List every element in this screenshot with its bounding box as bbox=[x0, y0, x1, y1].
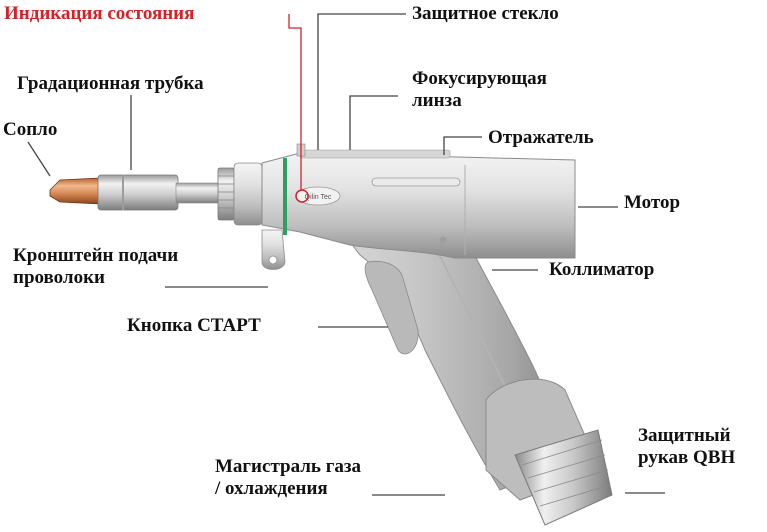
leader-focusing-lens bbox=[349, 95, 398, 150]
gradation-tube bbox=[97, 174, 179, 211]
leader-nozzle bbox=[27, 141, 51, 177]
label-focusing-lens-line1: Фокусирующая bbox=[412, 68, 547, 89]
leader-reflector bbox=[443, 136, 482, 155]
extension-tube bbox=[175, 182, 221, 204]
logo-text: Qilin Tec bbox=[305, 194, 332, 201]
start-button bbox=[364, 260, 419, 355]
label-focusing-lens: Фокусирующая линза bbox=[412, 68, 547, 112]
label-motor: Мотор bbox=[624, 192, 681, 213]
label-start-button: Кнопка СТАРТ bbox=[127, 315, 261, 336]
leader-lines bbox=[27, 13, 665, 496]
vent-slot bbox=[371, 177, 461, 187]
label-gradation-tube: Градационная трубка bbox=[17, 73, 204, 94]
label-wire-bracket: Кронштейн подачи проволоки bbox=[13, 245, 178, 289]
label-reflector: Отражатель bbox=[488, 127, 594, 148]
label-gas-line: Магистраль газа / охлаждения bbox=[215, 456, 361, 500]
label-collimator: Коллиматор bbox=[549, 259, 655, 280]
label-qbh-sleeve-line1: Защитный bbox=[638, 425, 731, 446]
label-wire-bracket-line1: Кронштейн подачи bbox=[13, 245, 179, 266]
label-gas-line-line1: Магистраль газа bbox=[215, 456, 361, 477]
leader-protective-glass bbox=[317, 13, 406, 150]
status-indicator-circle bbox=[295, 189, 309, 203]
label-qbh-sleeve: Защитный рукав QBH bbox=[638, 425, 735, 469]
label-focusing-lens-line2: линза bbox=[412, 90, 462, 111]
qbh-sleeve bbox=[514, 429, 613, 526]
gun-body: Qilin Tec bbox=[49, 143, 613, 526]
label-wire-bracket-line2: проволоки bbox=[13, 267, 105, 288]
leader-status bbox=[288, 14, 302, 190]
nozzle bbox=[49, 177, 101, 205]
label-protective-glass: Защитное стекло bbox=[412, 3, 559, 24]
label-status-indication: Индикация состояния bbox=[4, 3, 195, 24]
label-qbh-sleeve-line2: рукав QBH bbox=[638, 447, 736, 468]
label-nozzle: Сопло bbox=[3, 119, 58, 140]
label-gas-line-line2: / охлаждения bbox=[215, 478, 328, 499]
wire-feed-bracket bbox=[261, 229, 286, 270]
head-housing bbox=[261, 152, 576, 259]
